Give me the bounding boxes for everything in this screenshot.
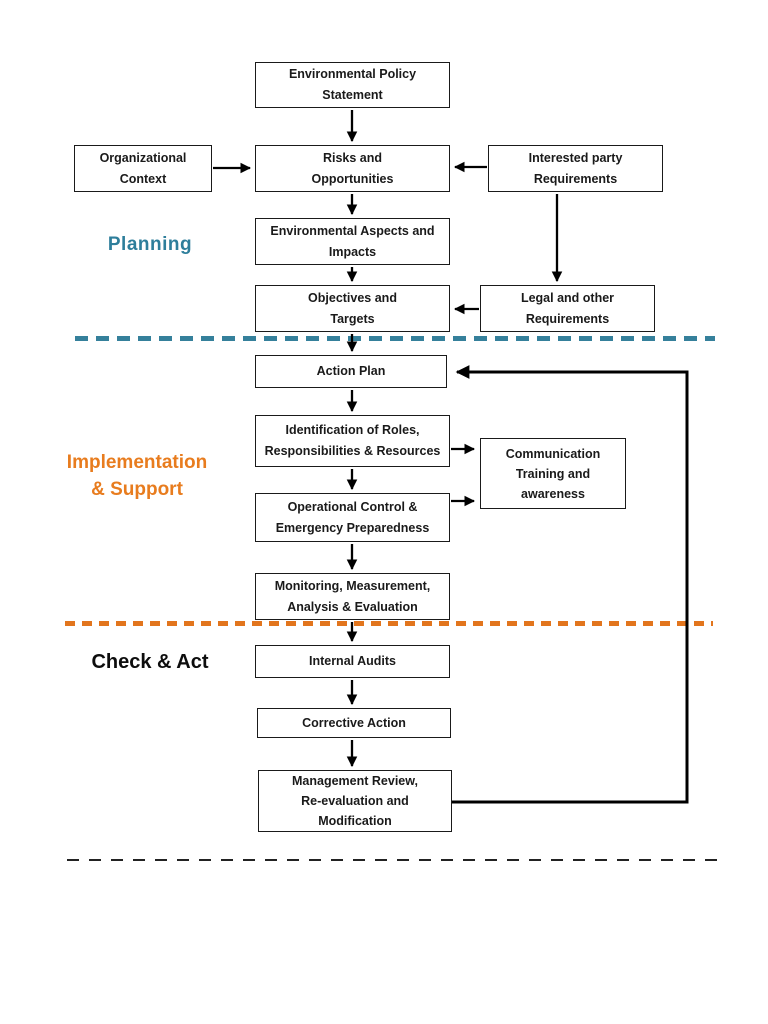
box-risks-and-opportunities: Risks and Opportunities [255,145,450,192]
box-environmental-policy-statement: Environmental Policy Statement [255,62,450,108]
box-corrective-action: Corrective Action [257,708,451,738]
box-management-review-reevaluation-modification: Management Review, Re-evaluation and Mod… [258,770,452,832]
implementation-support-phase-label: Implementation & Support [66,452,208,500]
arrow-feedback-mgmt-review-to-action-plan [452,365,689,804]
box-action-plan: Action Plan [255,355,447,388]
box-operational-control-emergency-preparedness: Operational Control & Emergency Prepared… [255,493,450,542]
check-act-phase-label: Check & Act [91,651,209,673]
box-objectives-and-targets: Objectives and Targets [255,285,450,332]
box-legal-and-other-requirements: Legal and other Requirements [480,285,655,332]
implementation-phase-separator-line [65,621,713,626]
box-identification-of-roles-responsibilities-resources: Identification of Roles, Responsibilitie… [255,415,450,467]
box-monitoring-measurement-analysis-evaluation: Monitoring, Measurement, Analysis & Eval… [255,573,450,620]
bottom-separator-line [67,859,720,862]
box-environmental-aspects-impacts: Environmental Aspects and Impacts [255,218,450,265]
box-communication-training-awareness: Communication Training and awareness [480,438,626,509]
box-organizational-context: Organizational Context [74,145,212,192]
planning-phase-label: Planning [107,234,193,255]
box-interested-party-requirements: Interested party Requirements [488,145,663,192]
box-internal-audits: Internal Audits [255,645,450,678]
planning-phase-separator-line [75,336,715,341]
